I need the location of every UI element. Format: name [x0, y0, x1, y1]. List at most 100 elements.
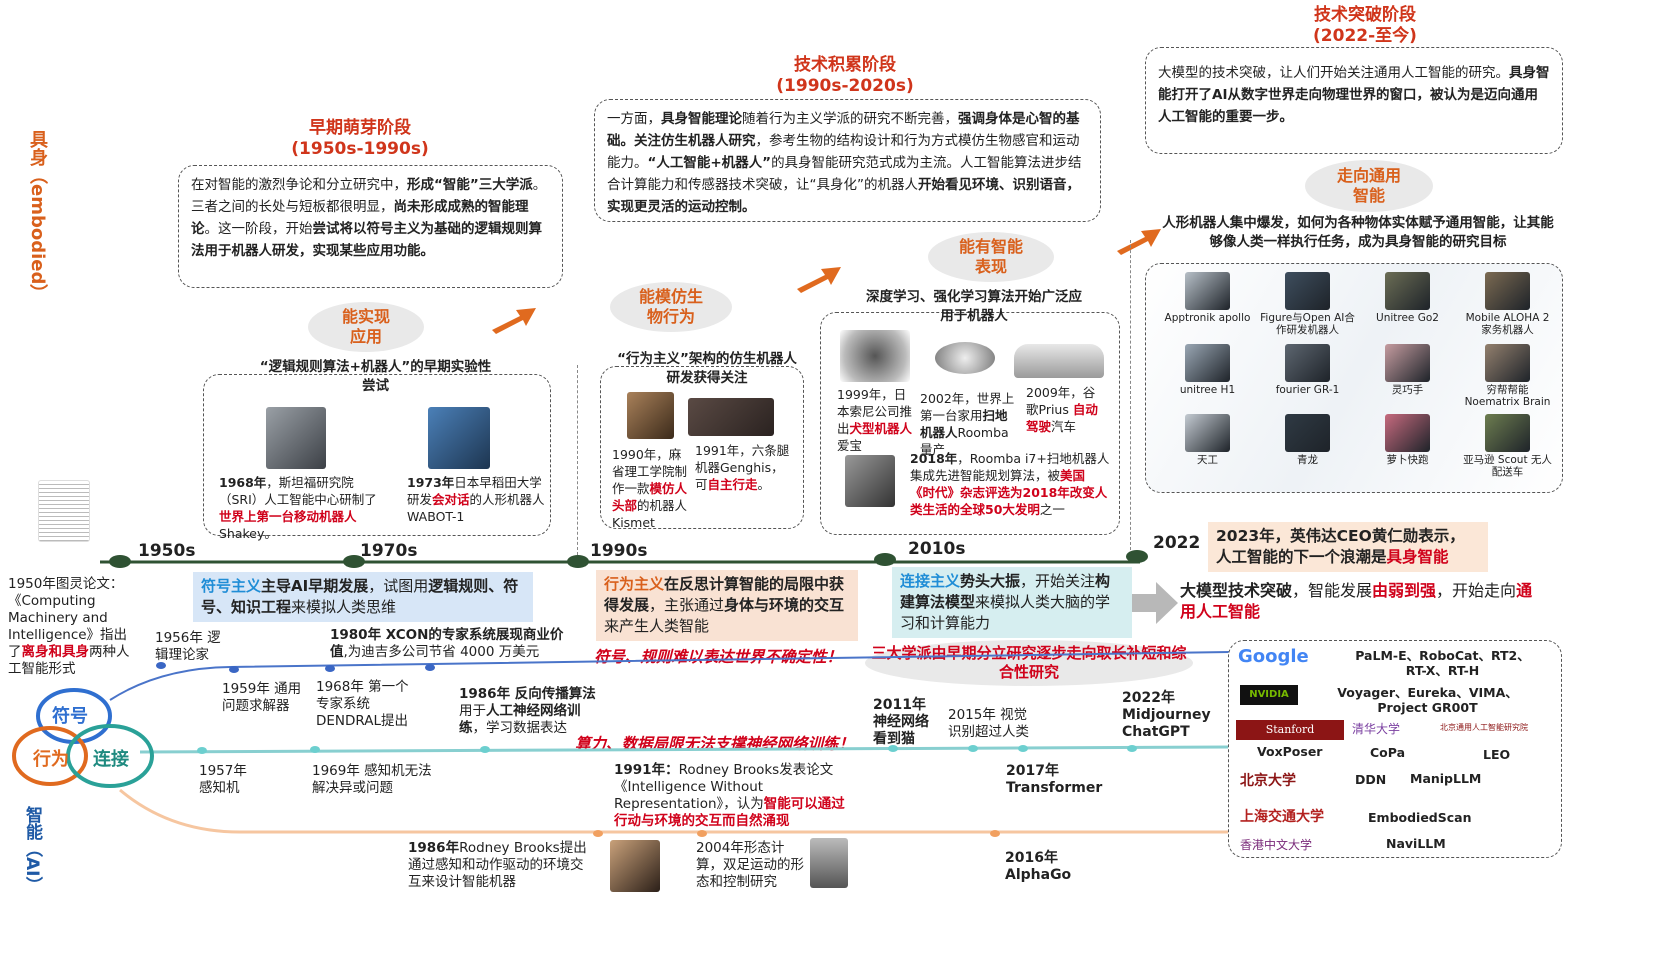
event-1969: 1969年 感知机无法解决异或问题 [312, 763, 432, 796]
venn-connect-label: 连接 [93, 749, 129, 770]
timeline-dot [567, 555, 589, 568]
shakey-photo [266, 407, 326, 469]
event-2017: 2017年 Transformer [1006, 763, 1103, 796]
symbolism-band: 符号主义主导AI早期发展，试图用逻辑规则、符号、知识工程来模拟人类思维 [193, 572, 533, 622]
leo-label: LEO [1483, 747, 1511, 762]
year-2010s: 2010s [908, 539, 966, 559]
event-dot [310, 746, 320, 753]
biped-photo [810, 838, 848, 888]
event-dot [325, 665, 335, 672]
event-dot [480, 746, 490, 753]
robot-card: 天工 [1160, 412, 1255, 482]
robot-gallery: Apptronik apollo Figure与Open AI合作研发机器人 Uni… [1160, 270, 1555, 490]
robot-photo [1285, 414, 1330, 452]
pill-imitate-biology: 能模仿生 物行为 [610, 282, 732, 332]
event-dot [197, 747, 207, 754]
roomba-photo [935, 342, 995, 374]
event-dot [888, 745, 898, 752]
phase-4-heading: 人形机器人集中爆发，如何为各种物体实体赋予通用智能，让其能够像人类一样执行任务，… [1162, 215, 1554, 250]
sjtu-logo: 上海交通大学 [1240, 809, 1324, 825]
stanford-logo: Stanford University [1236, 720, 1344, 756]
event-2015: 2015年 视觉识别超过人类 [948, 707, 1029, 740]
aibo-photo [840, 330, 910, 382]
stage-3-title: 技术突破阶段(2022-至今) [1313, 5, 1417, 46]
robot-card: unitree H1 [1160, 342, 1255, 412]
robot-caption: 天工 [1197, 454, 1218, 466]
robot-card: 亚马逊 Scout 无人配送车 [1460, 412, 1555, 482]
stage-2-title: 技术积累阶段(1990s-2020s) [776, 55, 914, 96]
timeline-dot [1126, 550, 1148, 563]
event-1968: 1968年 第一个专家系统DENDRAL提出 [316, 679, 409, 729]
robot-card: 穷帮帮能 Noematrix Brain [1460, 342, 1555, 412]
robot-photo [1385, 414, 1430, 452]
event-dot [990, 830, 1000, 837]
wabot-caption: 1973年日本早稻田大学研发会对话的人形机器人WABOT-1 [407, 475, 545, 524]
prius-photo [1014, 344, 1104, 378]
google-projects: PaLM-E、RoboCat、RT2、RT-X、RT-H [1355, 648, 1530, 678]
event-dot [593, 830, 603, 837]
robot-caption: unitree H1 [1179, 384, 1236, 396]
arrow-icon [797, 267, 841, 293]
stage-1-title: 早期萌芽阶段(1950s-1990s) [291, 118, 429, 159]
forward-arrow-icon [1132, 582, 1178, 624]
timeline-dot [343, 555, 365, 568]
robot-caption: 萝卜快跑 [1386, 454, 1429, 466]
large-model-band: 大模型技术突破，智能发展由弱到强，开始走向通用人工智能 [1180, 581, 1533, 621]
event-dot [697, 830, 707, 837]
phase-2-heading: “行为主义”架构的仿生机器人研发获得关注 [617, 351, 797, 386]
event-dot [1127, 745, 1137, 752]
prius-caption: 2009年，谷歌Prius 自动驾驶汽车 [1026, 385, 1098, 434]
arrow-icon [1117, 229, 1161, 255]
behaviorism-band: 行为主义在反思计算智能的局限中获得发展，主张通过身体与环境的交互来产生人类智能 [596, 570, 858, 641]
manipllm-label: ManipLLM [1410, 771, 1482, 786]
main-timeline [100, 560, 1140, 564]
event-dot [156, 662, 166, 669]
robot-photo [1285, 272, 1330, 310]
ai-side-label: 智能（AI） [22, 806, 42, 894]
aibo-caption: 1999年，日本索尼公司推出犬型机器人爱宝 [837, 387, 913, 453]
navillm-label: NaviLLM [1386, 836, 1446, 851]
venn-behavior-label: 行为 [33, 749, 69, 770]
turing-paper-caption: 1950年图灵论文：《Computing Machinery and Intel… [8, 576, 130, 677]
brooks-photo [610, 840, 660, 892]
genghis-photo [688, 398, 774, 436]
robot-photo [1185, 344, 1230, 382]
three-schools-venn [12, 688, 154, 788]
robot-caption: 灵巧手 [1391, 384, 1424, 396]
pku-logo: 北京大学 [1240, 773, 1296, 789]
shakey-caption: 1968年，斯坦福研究院（SRI）人工智能中心研制了世界上第一台移动机器人Sha… [219, 475, 377, 541]
year-1970s: 1970s [360, 541, 418, 561]
robot-caption: 亚马逊 Scout 无人配送车 [1463, 454, 1552, 478]
robot-card: Apptronik apollo [1160, 270, 1255, 340]
wabot-photo [428, 407, 490, 469]
robot-caption: Figure与Open AI合作研发机器人 [1260, 312, 1355, 336]
cuhk-logo: 香港中文大学 [1240, 838, 1313, 852]
robot-caption: 穷帮帮能 Noematrix Brain [1464, 384, 1551, 408]
pill-can-apply: 能实现 应用 [308, 302, 424, 352]
event-1956: 1956年 逻辑理论家 [155, 630, 221, 663]
stage-3-description: 大模型的技术突破，让人们开始关注通用人工智能的研究。具身智能打开了AI从数字世界… [1145, 47, 1563, 154]
event-1991: 1991年：Rodney Brooks发表论文《Intelligence Wit… [614, 762, 845, 829]
divider [1130, 240, 1131, 550]
ddn-label: DDN [1355, 772, 1387, 787]
robot-photo [1185, 272, 1230, 310]
robot-card: 青龙 [1260, 412, 1355, 482]
roomba-caption: 2002年，世界上第一台家用扫地机器人Roomba量产 [920, 391, 1015, 457]
org-panel [1228, 640, 1562, 858]
event-2016: 2016年 AlphaGo [1005, 850, 1072, 883]
year-1990s: 1990s [590, 541, 648, 561]
divider [577, 365, 578, 555]
robot-card: Mobile ALOHA 2 家务机器人 [1460, 270, 1555, 340]
turing-paper-thumbnail [38, 480, 90, 542]
event-dot [1018, 745, 1028, 752]
event-1957: 1957年 感知机 [199, 763, 247, 796]
robot-card: Unitree Go2 [1360, 270, 1455, 340]
robot-caption: 青龙 [1297, 454, 1318, 466]
robot-photo [1485, 272, 1530, 310]
robot-caption: Apptronik apollo [1164, 312, 1251, 324]
robot-caption: Unitree Go2 [1376, 312, 1439, 324]
arrow-icon [492, 308, 536, 334]
year-1950s: 1950s [138, 541, 196, 561]
event-dot [425, 664, 435, 671]
tsinghua-logo: 清华大学 [1352, 722, 1401, 736]
